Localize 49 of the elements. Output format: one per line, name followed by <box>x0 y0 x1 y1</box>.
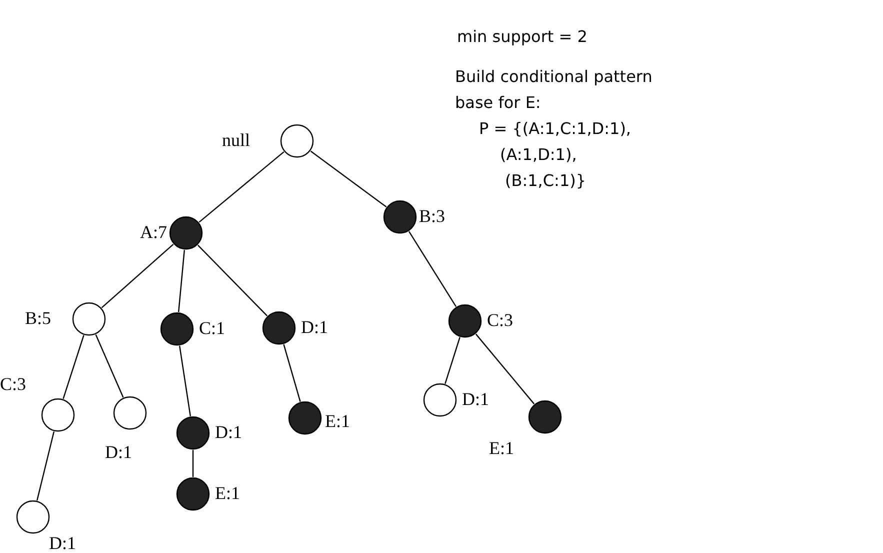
connector-line <box>192 450 194 477</box>
connector-line <box>62 335 84 399</box>
node-label: D:1 <box>462 390 489 408</box>
node-label: D:1 <box>49 534 76 552</box>
connector-line <box>310 150 387 208</box>
node-label: A:7 <box>140 223 167 241</box>
annotation-text: (A:1,D:1), <box>500 144 577 166</box>
tree-node-circle <box>41 398 75 432</box>
tree-node-circle <box>113 396 147 430</box>
connector-line <box>95 334 124 398</box>
node-label: B:5 <box>25 309 52 327</box>
connector-line <box>179 346 191 416</box>
node-label: C:3 <box>487 311 514 329</box>
tree-node-circle <box>16 500 50 534</box>
connector-line <box>408 231 456 307</box>
tree-node-circle <box>262 311 296 345</box>
annotation-text: (B:1,C:1)} <box>505 170 586 192</box>
connector-line <box>178 250 186 312</box>
node-label: C:1 <box>199 319 226 337</box>
tree-node-circle <box>280 124 314 158</box>
connector-line <box>444 337 460 384</box>
node-label: E:1 <box>489 439 514 457</box>
tree-node-circle <box>176 477 210 511</box>
node-label: C:3 <box>0 375 26 393</box>
node-label: E:1 <box>215 484 240 502</box>
node-label: null <box>222 131 250 149</box>
tree-node-circle <box>528 400 562 434</box>
connector-line <box>198 151 284 223</box>
annotation-text: P = {(A:1,C:1,D:1), <box>479 118 632 140</box>
node-label: D:1 <box>105 443 132 461</box>
tree-node-circle <box>423 383 457 417</box>
node-label: D:1 <box>215 423 242 441</box>
tree-node-circle <box>72 302 106 336</box>
tree-node-circle <box>288 401 322 435</box>
tree-node-circle <box>448 304 482 338</box>
node-label: D:1 <box>301 318 328 336</box>
parameter-note: min support = 2 <box>457 26 588 48</box>
tree-node-circle <box>383 200 417 234</box>
connector-line <box>101 244 174 308</box>
tree-node-circle <box>169 216 203 250</box>
connector-line <box>283 344 301 402</box>
annotation-text: Build conditional pattern base for E: <box>455 66 654 114</box>
connector-line <box>475 334 535 404</box>
node-label: E:1 <box>325 412 350 430</box>
connector-line <box>197 244 268 316</box>
tree-node-circle <box>176 416 210 450</box>
tree-node-circle <box>160 312 194 346</box>
node-label: B:3 <box>419 207 446 225</box>
connector-line <box>36 431 55 501</box>
